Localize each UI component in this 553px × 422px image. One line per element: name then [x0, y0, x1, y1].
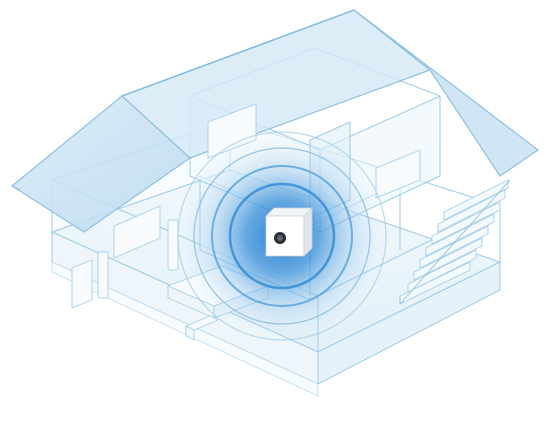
router-device-icon: [266, 208, 312, 256]
caption-text: [0, 0, 553, 8]
